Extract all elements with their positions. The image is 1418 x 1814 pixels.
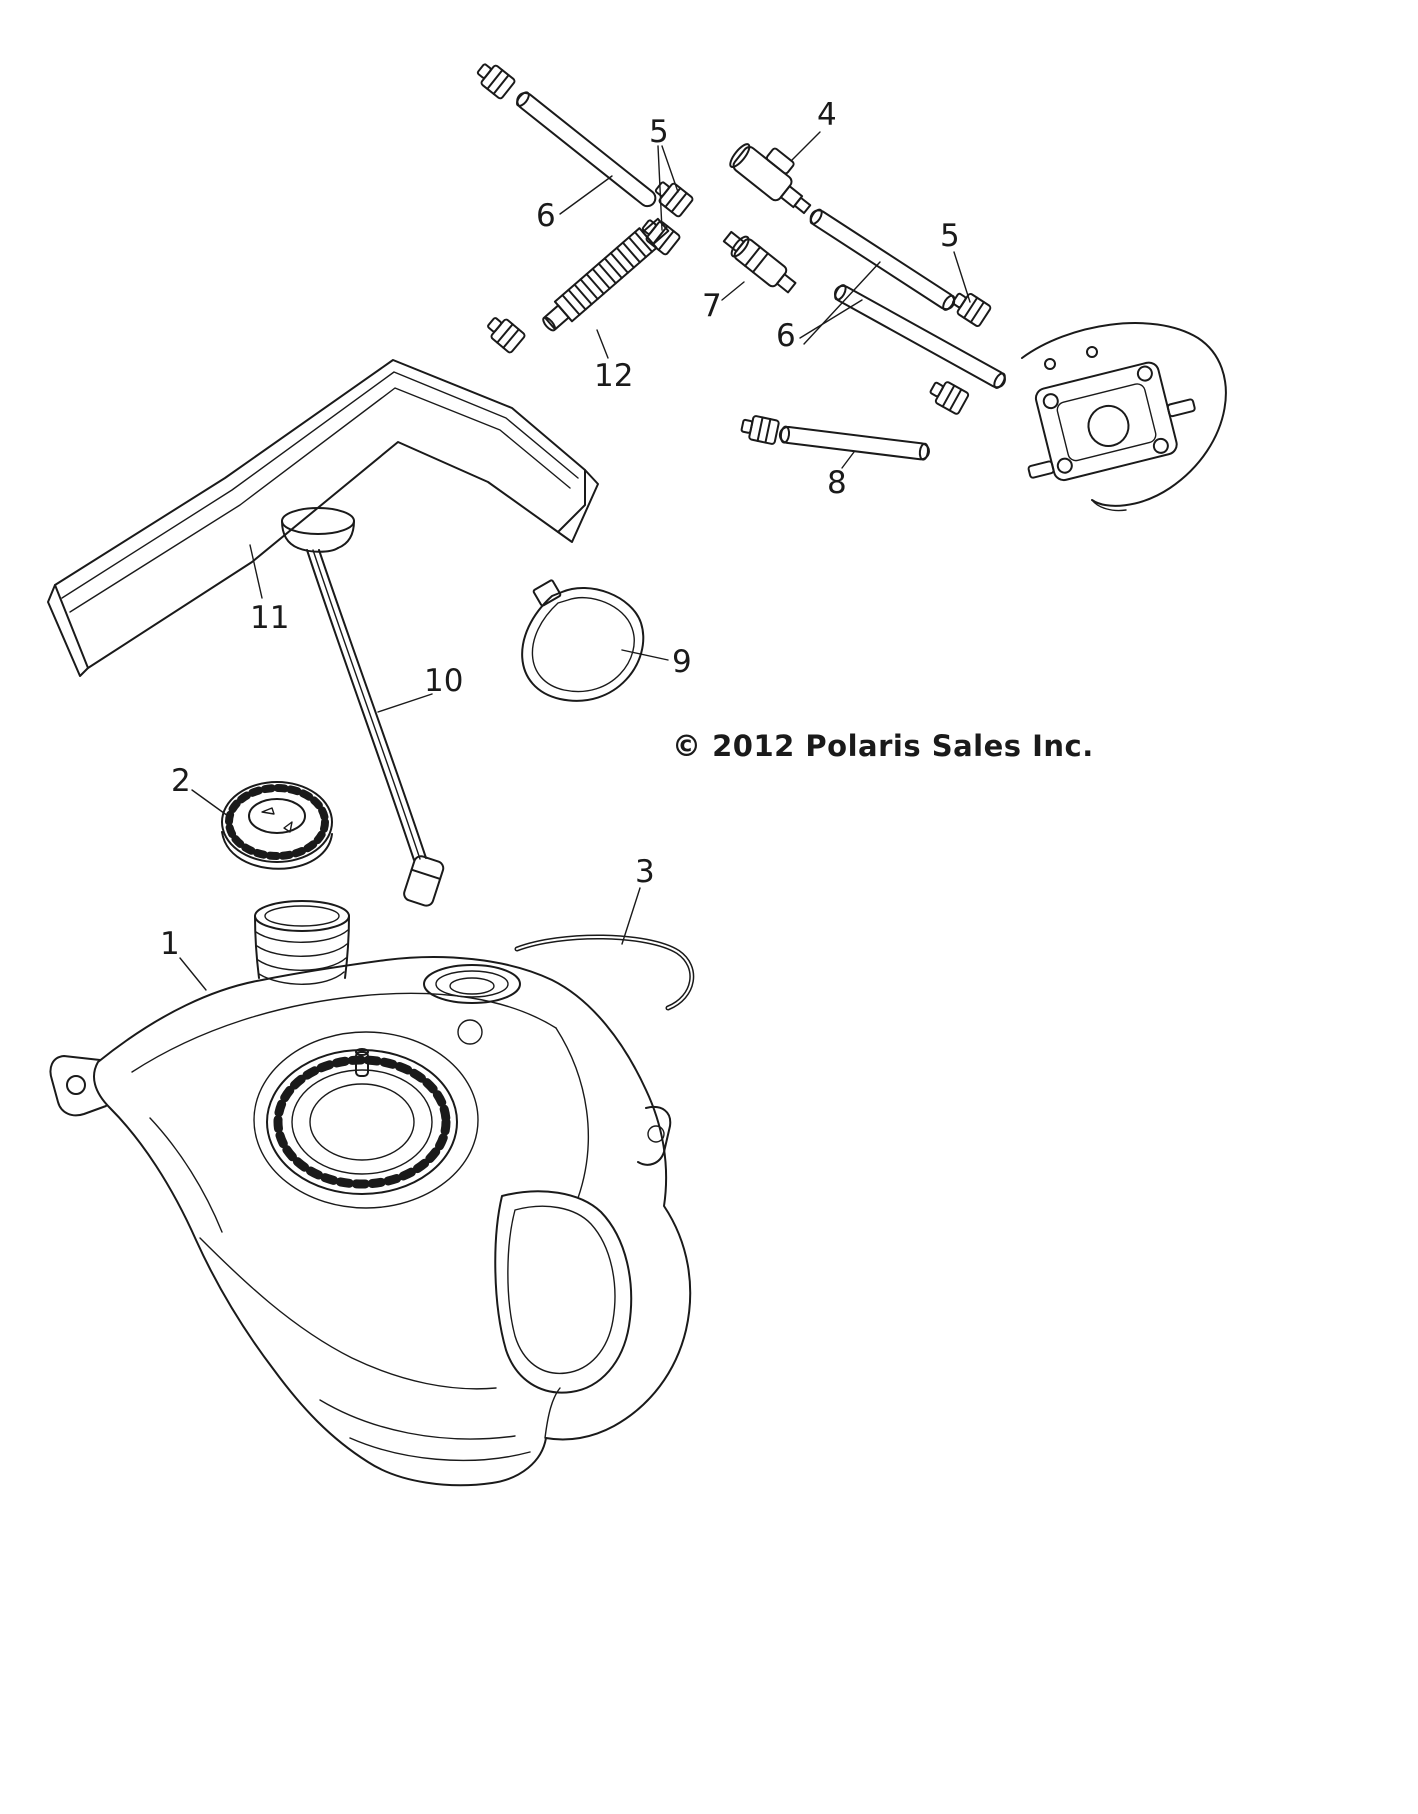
side-channel bbox=[494, 1190, 633, 1394]
vent-port bbox=[423, 964, 521, 1004]
hose-clamp bbox=[925, 375, 971, 416]
cable-tie-part9 bbox=[521, 579, 645, 702]
callout-4: 4 bbox=[817, 97, 837, 133]
hose-clamp bbox=[948, 286, 993, 329]
fuel-hose-mid-right bbox=[833, 284, 1006, 389]
inline-valve-part7 bbox=[722, 230, 797, 294]
callout-9: 9 bbox=[672, 644, 692, 680]
callout-7: 7 bbox=[702, 288, 722, 324]
mount-tab-right bbox=[637, 1106, 672, 1166]
fuel-hose-part8 bbox=[778, 425, 930, 461]
callout-11: 11 bbox=[250, 600, 290, 636]
callout-10: 10 bbox=[424, 663, 464, 699]
fuel-cap-part2 bbox=[221, 781, 333, 870]
callout-2: 2 bbox=[171, 763, 191, 799]
vent-line-part3 bbox=[514, 934, 695, 1011]
filler-neck bbox=[254, 900, 350, 985]
leader-lines bbox=[179, 131, 971, 991]
callout-8: 8 bbox=[827, 465, 847, 501]
fuel-tank-part1 bbox=[49, 900, 692, 1487]
hose-clamp bbox=[482, 311, 527, 355]
pump-flange-ring bbox=[266, 1048, 458, 1195]
quick-connect-fitting-part4 bbox=[729, 143, 812, 215]
callout-6b: 6 bbox=[776, 318, 796, 354]
vent-duct-part11 bbox=[47, 359, 599, 677]
mount-tab-left bbox=[49, 1055, 107, 1117]
fuel-hose-upper-right bbox=[809, 208, 956, 311]
fuel-hose-upper-left bbox=[516, 91, 657, 208]
corrugated-hose-part12 bbox=[542, 217, 670, 332]
callout-3: 3 bbox=[635, 854, 655, 890]
hose-clamp bbox=[650, 175, 695, 219]
callout-6a: 6 bbox=[536, 198, 556, 234]
callout-5a: 5 bbox=[649, 114, 669, 150]
callout-1: 1 bbox=[160, 926, 180, 962]
fuel-pump-assembly bbox=[1021, 322, 1227, 512]
hose-clamp bbox=[472, 57, 517, 101]
copyright-text: © 2012 Polaris Sales Inc. bbox=[672, 729, 1094, 763]
fuel-gauge-part10 bbox=[281, 507, 445, 907]
callout-5b: 5 bbox=[940, 218, 960, 254]
hose-clamp bbox=[738, 412, 781, 446]
callout-12: 12 bbox=[594, 358, 634, 394]
